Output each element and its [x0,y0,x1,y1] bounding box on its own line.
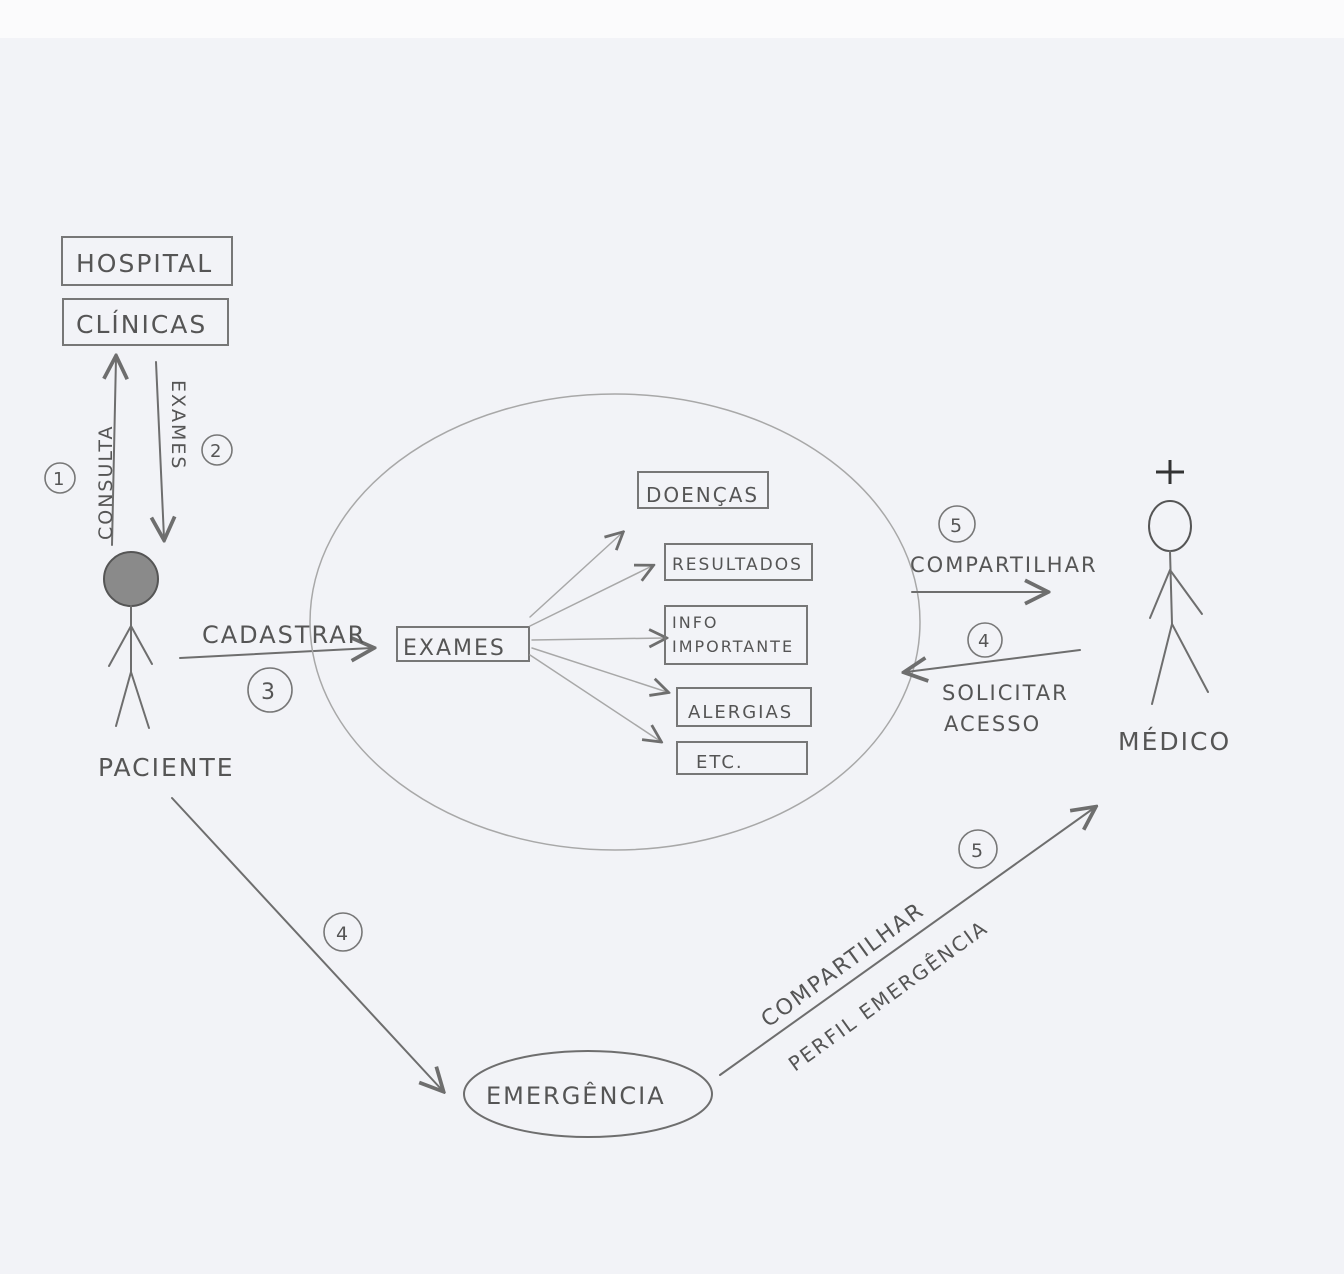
compartilhar-label: COMPARTILHAR [910,553,1098,577]
step-2-label: 2 [210,441,223,462]
consulta-label: CONSULTA [95,425,117,541]
perfil-emergencia-arrow [719,808,1094,1076]
alergias-box [676,687,812,727]
branch-arrow-alergias [531,647,667,692]
exames-vertical-label: EXAMES [167,380,189,470]
acesso-label: ACESSO [944,712,1041,736]
emergencia-label: EMERGÊNCIA [486,1081,666,1110]
solicitar-acesso-arrow [906,649,1081,672]
patient-record-circle [309,393,921,851]
importante-label: IMPORTANTE [672,637,794,656]
step-5-top-label: 5 [950,515,964,537]
branch-arrow-doencas [529,533,622,618]
doencas-box [637,471,769,509]
exames-hub-box [396,626,530,662]
exames-arrow [156,361,164,538]
step-4-right-label: 4 [978,631,991,652]
step-2-circle [201,434,233,466]
step-5-bottom-label: 5 [971,840,985,862]
paciente-figure [103,551,159,729]
step-3-label: 3 [261,680,277,705]
cadastrar-label: CADASTRAR [202,621,366,649]
info-importante-box [664,605,808,665]
clinicas-label: CLÍNICAS [76,310,207,339]
paper-top-margin [0,0,1344,38]
cadastrar-arrow [179,648,372,658]
step-1-circle [44,462,76,494]
alergias-label: ALERGIAS [688,702,793,723]
step-4-right-circle [967,622,1003,658]
step-5-top-circle [938,505,976,543]
clinicas-box [62,298,229,346]
step-3-circle [247,667,293,713]
medico-label: MÉDICO [1118,727,1231,756]
consulta-arrow [112,358,116,546]
step-5-bottom-circle [958,829,998,869]
etc-label: ETC. [696,752,744,773]
step-4-bottom-circle [323,912,363,952]
emergencia-arrow [171,797,442,1090]
step-1-label: 1 [53,469,66,490]
solicitar-label: SOLICITAR [942,681,1069,705]
exames-hub-label: EXAMES [403,636,506,661]
hospital-box [61,236,233,286]
resultados-box [664,543,813,581]
branch-arrow-resultados [529,566,652,627]
medico-figure [1148,460,1209,705]
step-4-bottom-label: 4 [336,923,350,945]
info-label: INFO [672,613,718,632]
branch-arrow-info [531,638,665,640]
resultados-label: RESULTADOS [672,555,803,575]
emergencia-node [463,1050,713,1138]
hospital-label: HOSPITAL [76,249,213,278]
doencas-label: DOENÇAS [646,483,759,507]
branch-arrow-etc [529,654,660,741]
paciente-label: PACIENTE [98,753,235,782]
etc-box [676,741,808,775]
